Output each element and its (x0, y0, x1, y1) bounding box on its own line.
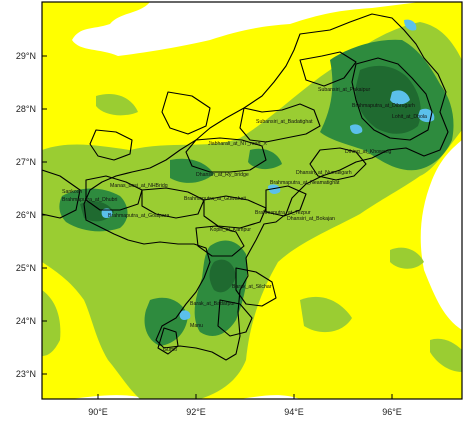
basin-label: Brahmaputra_at_Dibrugarh (352, 103, 415, 109)
basin-boundary (157, 327, 179, 355)
basin-boundary (161, 91, 211, 135)
basin-label: Brahmaputra_at_Tezpur (255, 210, 311, 216)
rain-region (144, 297, 188, 346)
map-plot-area (42, 2, 462, 399)
rain-region (355, 65, 421, 134)
basin-label: Dhansiri_at_Bokajan (287, 216, 335, 222)
lon-tick-label: 96°E (382, 407, 402, 417)
basin-label: Subansiri_at_Badatighat (256, 119, 313, 125)
lat-tick-label: 28°N (16, 104, 36, 114)
rain-region (300, 296, 352, 333)
rain-region (248, 148, 282, 170)
basin-boundary (195, 225, 245, 257)
rain-region (179, 310, 191, 320)
basin-boundary (265, 185, 307, 217)
basin-label: Dhansiri_at_Numaligarh (296, 170, 352, 176)
basin-label: Subansiri_at_Pakaipur (318, 87, 370, 93)
rain-region (430, 338, 462, 372)
basin-boundary (89, 129, 133, 161)
rain-region (96, 93, 138, 116)
basin-boundary (309, 147, 367, 181)
rain-region (42, 290, 61, 356)
lat-tick-label: 23°N (16, 369, 36, 379)
basin-label: Dhansiri_at_Ry_bridge (196, 172, 249, 178)
basin-label: Jiabharali_at_NT_road_X (208, 141, 267, 147)
basin-label: Brahmaputra_at_Neamatighat (270, 180, 340, 186)
basin-label: Sankosh (62, 189, 82, 195)
basin-boundary (42, 169, 81, 219)
longitude-axis: 90°E 92°E 94°E 96°E (88, 394, 402, 417)
rain-region (350, 124, 363, 134)
lon-tick-label: 90°E (88, 407, 108, 417)
rain-region (101, 208, 113, 218)
basin-boundary (185, 137, 267, 173)
basin-label: Manu (190, 323, 203, 329)
basin-boundary (83, 13, 449, 361)
basin-label: Brahmaputra_at_Guwahati (184, 196, 246, 202)
rain-region (370, 299, 420, 325)
basin-label: Brahmaputra_at_Goalpara (108, 213, 170, 219)
lat-tick-label: 25°N (16, 263, 36, 273)
latitude-axis: 23°N 24°N 25°N 26°N 27°N 28°N 29°N (16, 51, 47, 379)
basin-boundary (235, 267, 277, 307)
basin-label-group: Subansiri_at_Pakaipur Brahmaputra_at_Dib… (62, 87, 427, 353)
basin-boundary (299, 51, 357, 87)
rain-level-4-regions (80, 65, 421, 293)
rain-region (404, 19, 417, 31)
rain-region (268, 184, 281, 194)
basin-boundary (85, 175, 143, 211)
rain-region (390, 90, 410, 105)
basin-label: Barak_at_Silchar (232, 284, 272, 290)
lat-tick-label: 29°N (16, 51, 36, 61)
basin-label: Lohit_at_Dhola (392, 114, 427, 120)
basin-boundary (351, 57, 433, 141)
basin-label: Dihing_at_Khowang (345, 149, 392, 155)
lat-tick-label: 27°N (16, 157, 36, 167)
basin-label: Barak_at_Badarpur (190, 301, 235, 307)
basin-boundary (217, 299, 253, 337)
lat-tick-label: 24°N (16, 316, 36, 326)
lon-tick-label: 92°E (186, 407, 206, 417)
basin-boundaries (42, 13, 449, 361)
basin-boundary (203, 195, 267, 229)
basin-boundary (239, 103, 321, 143)
basin-label: Gumti (163, 347, 177, 353)
rain-region (209, 259, 236, 293)
lon-tick-label: 94°E (284, 407, 304, 417)
basin-label: Brahmaputra_at_Dhubri (62, 197, 117, 203)
basin-label: Kopili_at_Kampur (210, 227, 251, 233)
basin-label: Manas_basi_at_NHBridg (110, 183, 168, 189)
map-frame (41, 1, 463, 400)
basin-boundary (141, 187, 205, 219)
rain-region (170, 158, 214, 183)
lat-tick-label: 26°N (16, 210, 36, 220)
rain-region (390, 247, 424, 269)
rain-region (150, 66, 220, 85)
